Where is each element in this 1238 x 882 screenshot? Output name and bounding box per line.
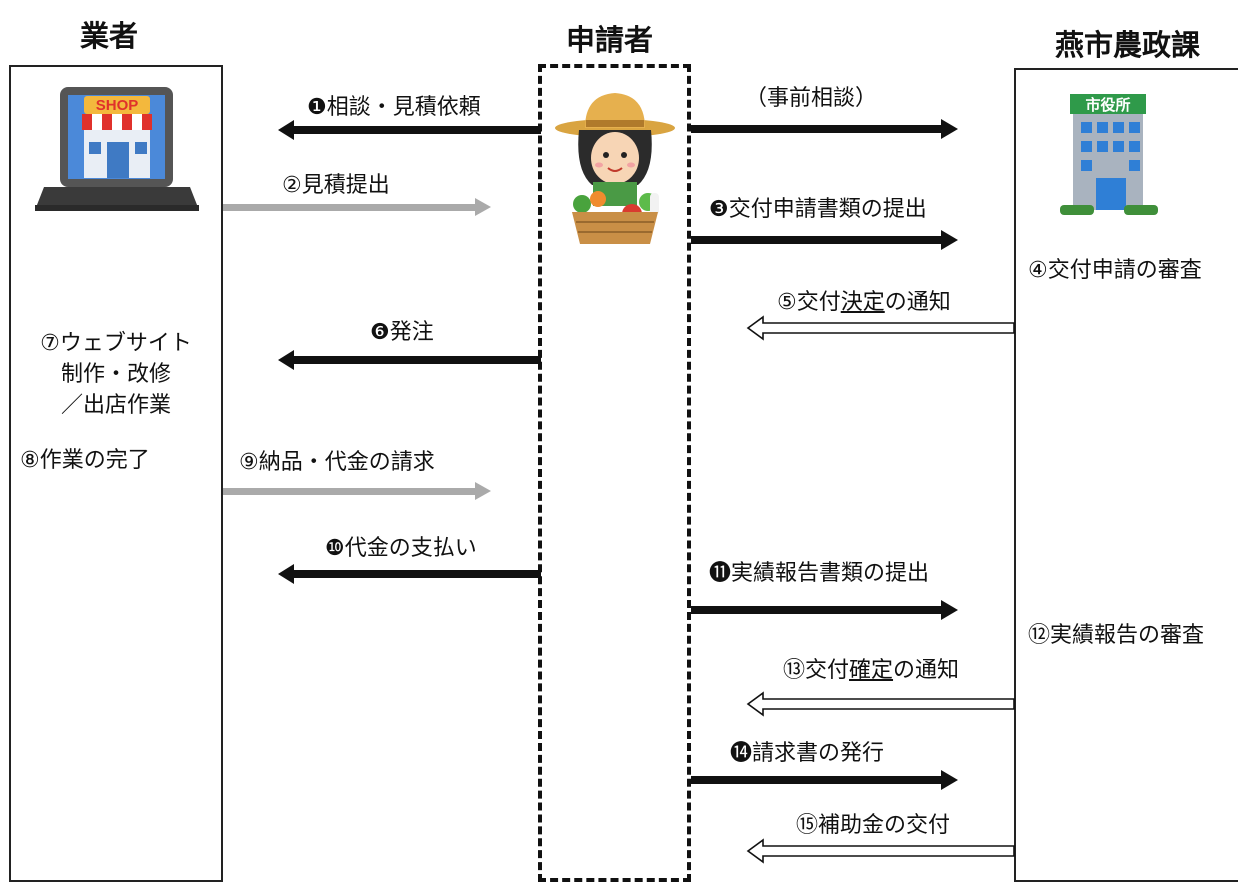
arrow-label-1: ❶相談・見積依頼 [307,95,481,120]
arrow-label-pre-consult: （事前相談） [745,86,878,111]
city-step-4: ④交付申請の審査 [1028,258,1202,283]
farmer-with-vegetables-icon [555,93,675,244]
city-step-12: ⑫実績報告の審査 [1028,623,1205,648]
arrow-14 [691,770,958,790]
shop-laptop-icon: SHOP [35,87,199,211]
arrow-2 [223,198,491,216]
arrow-label-14: ⓮請求書の発行 [730,741,885,766]
arrow-1 [278,120,541,140]
arrow-label-10: ❿代金の支払い [325,536,477,561]
arrow-3 [691,230,958,250]
arrow-11 [691,600,958,620]
arrow-label-3: ❸交付申請書類の提出 [709,197,927,222]
arrow-label-11: ⓫実績報告書類の提出 [709,561,930,586]
vendor-step-7: ⑦ウェブサイト 制作・改修 ／出店作業 [14,328,218,421]
arrow-5 [746,315,1015,341]
vendor-step-7-line2: 制作・改修 [60,362,171,387]
shop-sign-text: SHOP [96,97,139,114]
vendor-step-7-line3: ／出店作業 [60,393,171,418]
arrow-9 [223,482,491,500]
city-column-title: 燕市農政課 [1055,28,1201,62]
arrow-label-9: ⑨納品・代金の請求 [239,450,435,475]
arrow-pre-consult [691,119,958,139]
city-hall-sign-text: 市役所 [1085,96,1130,114]
arrow-13 [746,691,1015,717]
arrow-label-2: ②見積提出 [282,173,390,198]
vendor-step-8: ⑧作業の完了 [20,448,150,473]
arrow-label-5: ⑤交付決定の通知 [777,290,951,315]
arrow-label-6: ❻発注 [370,320,434,345]
city-hall-building-icon: 市役所 [1060,94,1158,215]
arrow-label-13: ⑬交付確定の通知 [783,658,960,683]
vendor-column-title: 業者 [80,19,139,53]
arrow-15 [746,838,1015,864]
arrow-10 [278,564,541,584]
applicant-column-title: 申請者 [566,23,654,57]
vendor-step-7-line1: ⑦ウェブサイト [40,331,192,356]
arrow-label-15: ⑮補助金の交付 [796,813,951,838]
arrow-6 [278,350,541,370]
